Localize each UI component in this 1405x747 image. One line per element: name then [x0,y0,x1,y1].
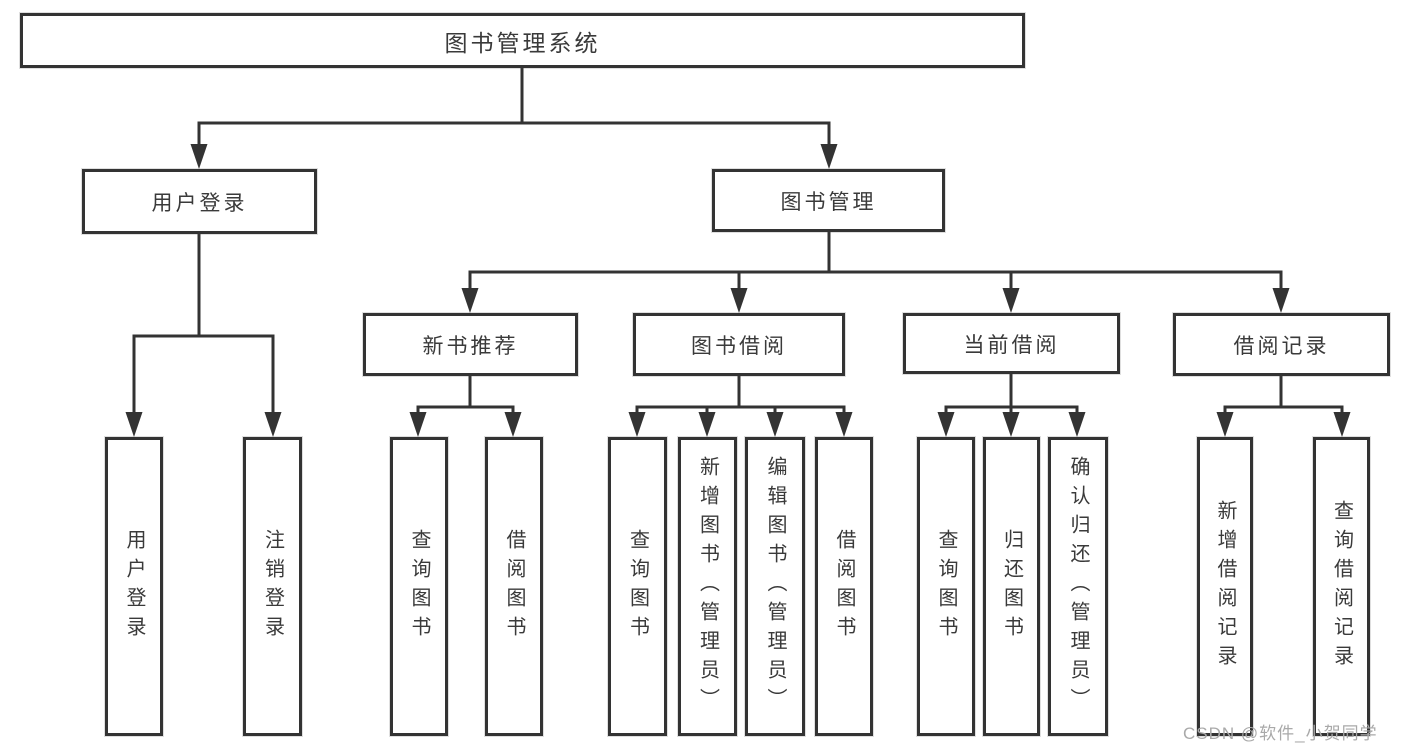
node-borrowing-records: 借阅记录 [1173,313,1390,376]
leaf-borrowing-borrow-books-label: 借阅图书 [833,528,855,645]
leaf-recommend-query-books: 查询图书 [390,437,448,736]
node-new-book-recommendation-label: 新书推荐 [422,334,519,358]
leaf-borrowing-add-books-admin: 新增图书（管理员） [678,437,737,736]
connector-records-to-leaves [1216,374,1351,437]
watermark: CSDN @软件_小贺同学 [1183,724,1378,743]
leaf-borrowing-add-books-admin-label: 新增图书（管理员） [696,456,719,717]
connector-book-management-to-level3 [461,230,1290,313]
leaf-current-confirm-return-admin-label: 确认归还（管理员） [1067,456,1089,717]
leaf-records-add-record: 新增借阅记录 [1197,437,1253,736]
node-library-management-system: 图书管理系统 [20,13,1025,68]
node-book-management-label: 图书管理 [780,190,877,214]
leaf-borrowing-query-books-label: 查询图书 [626,528,649,645]
leaf-records-add-record-label: 新增借阅记录 [1214,499,1236,674]
node-new-book-recommendation: 新书推荐 [363,313,578,376]
node-library-management-system-label: 图书管理系统 [444,29,601,56]
leaf-user-login-label: 用户登录 [123,528,145,645]
leaf-current-return-books: 归还图书 [983,437,1040,736]
connector-root-to-level2 [190,66,838,169]
connector-recommendation-to-leaves [409,374,522,437]
connector-borrowing-to-leaves [628,374,853,437]
node-book-management: 图书管理 [712,169,945,232]
connector-user-login-to-leaves [125,232,282,437]
leaf-logout-login-label: 注销登录 [261,528,284,645]
leaf-current-confirm-return-admin: 确认归还（管理员） [1048,437,1108,736]
node-borrowing-records-label: 借阅记录 [1233,334,1330,358]
leaf-borrowing-edit-books-admin: 编辑图书（管理员） [745,437,805,736]
node-current-borrowing: 当前借阅 [903,313,1120,374]
node-user-login: 用户登录 [82,169,317,234]
leaf-current-query-books: 查询图书 [917,437,975,736]
leaf-borrowing-query-books: 查询图书 [608,437,667,736]
leaf-user-login: 用户登录 [105,437,163,736]
node-user-login-label: 用户登录 [151,191,248,215]
leaf-current-query-books-label: 查询图书 [935,528,957,645]
leaf-current-return-books-label: 归还图书 [1000,528,1023,645]
leaf-borrowing-edit-books-admin-label: 编辑图书（管理员） [764,456,786,717]
leaf-recommend-borrow-books-label: 借阅图书 [503,528,525,645]
leaf-recommend-borrow-books: 借阅图书 [485,437,543,736]
leaf-recommend-query-books-label: 查询图书 [408,528,430,645]
leaf-records-query-record: 查询借阅记录 [1313,437,1370,736]
node-current-borrowing-label: 当前借阅 [963,333,1060,357]
leaf-borrowing-borrow-books: 借阅图书 [815,437,873,736]
leaf-logout-login: 注销登录 [243,437,302,736]
node-book-borrowing: 图书借阅 [633,313,845,376]
connector-current-to-leaves [937,372,1086,437]
node-book-borrowing-label: 图书借阅 [691,334,787,358]
leaf-records-query-record-label: 查询借阅记录 [1330,499,1353,674]
